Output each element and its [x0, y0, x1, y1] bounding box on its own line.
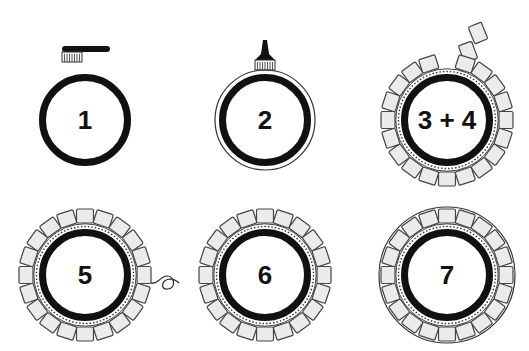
tile: [77, 327, 94, 341]
step-circle: 2: [219, 74, 311, 166]
tile: [312, 247, 331, 267]
adhesive-layer: [399, 72, 496, 169]
tile: [455, 167, 475, 186]
primer-layer: [215, 70, 315, 170]
flat-brush: [62, 46, 110, 62]
tile: [257, 209, 274, 223]
tile: [499, 267, 513, 284]
step-number: 1: [78, 107, 92, 133]
step-illustration: [381, 22, 513, 186]
step-number: 5: [78, 262, 92, 288]
tile: [257, 327, 274, 341]
adhesive-edge: [34, 224, 136, 326]
adhesive-layer: [37, 227, 134, 324]
round-brush: [255, 40, 275, 70]
adhesive-layer: [399, 227, 496, 324]
grout-bead: [151, 276, 179, 289]
tile: [439, 172, 456, 186]
tile: [455, 55, 475, 74]
step-illustration: [199, 209, 331, 341]
tile: [77, 209, 94, 223]
tile: [199, 267, 213, 284]
step-number: 7: [440, 262, 454, 288]
tile: [93, 322, 113, 341]
adhesive-edge: [396, 69, 498, 171]
tile: [137, 267, 151, 284]
tile: [317, 267, 331, 284]
tile: [57, 210, 77, 229]
step-number: 6: [258, 262, 272, 288]
step-circle: 6: [219, 229, 311, 321]
tile: [132, 247, 151, 267]
sealant-layer: [379, 207, 515, 343]
step-illustration: [379, 207, 515, 343]
adhesive-layer: [217, 227, 314, 324]
tile: [439, 209, 456, 223]
step-illustration: [62, 46, 110, 62]
tile: [200, 283, 219, 303]
step-illustration: [19, 209, 179, 341]
tile: [19, 267, 33, 284]
step-illustration: [215, 40, 315, 170]
step-circle: 3 + 4: [401, 74, 493, 166]
step-circle: 5: [39, 229, 131, 321]
adhesive-edge: [396, 224, 498, 326]
step-circle: 1: [39, 74, 131, 166]
tile: [20, 283, 39, 303]
tile: [439, 327, 456, 341]
tile: [237, 210, 257, 229]
adhesive-edge: [214, 224, 316, 326]
step-circle: 7: [401, 229, 493, 321]
tile: [381, 112, 395, 129]
tile: [381, 267, 395, 284]
tile: [494, 92, 513, 112]
step-number: 3 + 4: [418, 107, 477, 133]
tile: [468, 22, 488, 44]
tile: [273, 322, 293, 341]
tile: [499, 112, 513, 129]
tile: [382, 128, 401, 148]
tile: [419, 55, 439, 74]
step-number: 2: [258, 107, 272, 133]
